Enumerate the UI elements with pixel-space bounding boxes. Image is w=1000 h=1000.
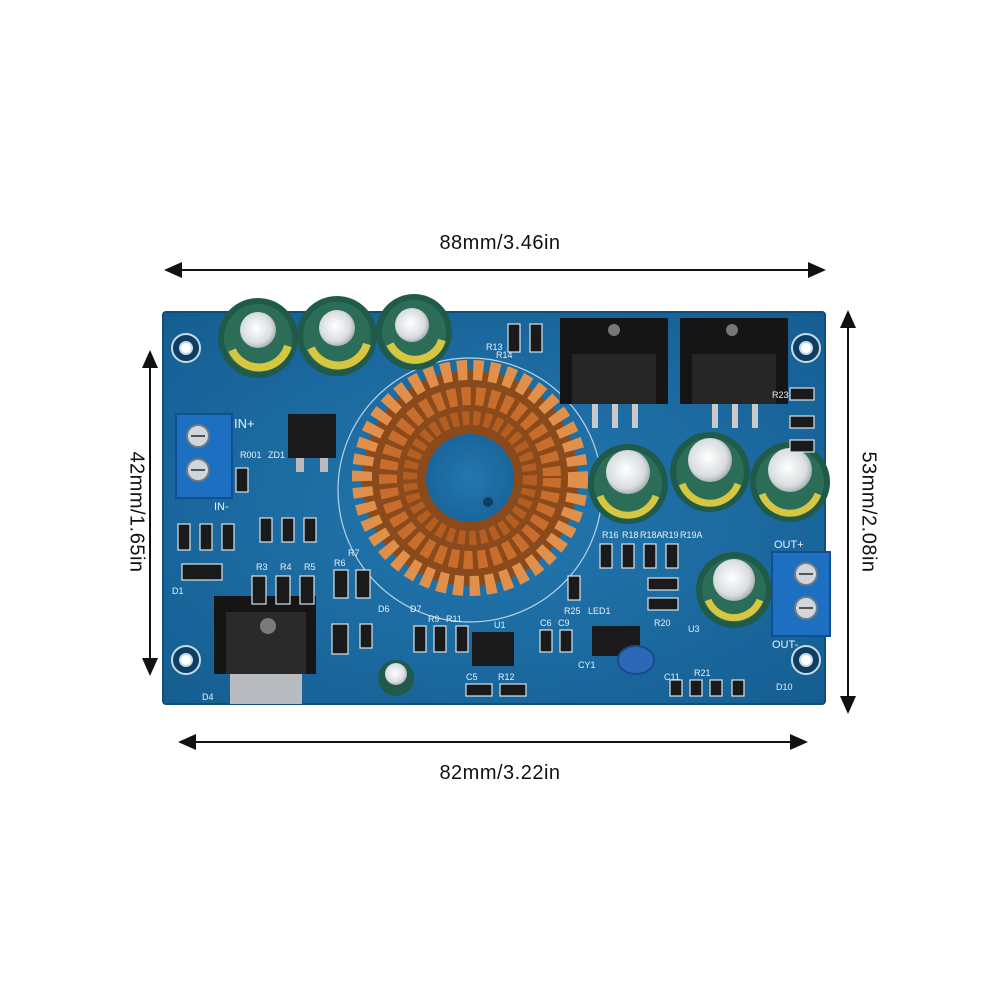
label-c11: C11	[664, 672, 680, 682]
output-capacitors	[588, 432, 830, 628]
label-d6: D6	[378, 604, 390, 614]
input-capacitors	[218, 294, 452, 378]
label-u1: U1	[494, 620, 506, 630]
label-r23: R23	[772, 390, 789, 400]
width-dimension-bottom-label: 82mm/3.22in	[439, 762, 561, 784]
label-zd1: ZD1	[268, 450, 285, 460]
label-r7: R7	[348, 548, 360, 558]
label-in-plus: IN+	[234, 416, 255, 431]
label-r21: R21	[694, 668, 711, 678]
small-cap-bottom	[378, 660, 414, 696]
label-d1: D1	[172, 586, 184, 596]
mosfet-heatsinks	[560, 318, 788, 428]
label-r19a: R19A	[680, 530, 703, 540]
label-d7: D7	[410, 604, 422, 614]
label-u3: U3	[688, 624, 700, 634]
label-r14: R14	[496, 350, 513, 360]
controller-ic	[472, 632, 514, 666]
label-r13: R13	[486, 342, 503, 352]
label-r6: R6	[334, 558, 346, 568]
regulator-ic	[288, 414, 336, 458]
label-d4: D4	[202, 692, 214, 702]
smd-components	[177, 323, 815, 697]
width-dimension-top-label: 88mm/3.46in	[439, 232, 561, 254]
label-r20: R20	[654, 618, 671, 628]
label-r5: R5	[304, 562, 316, 572]
label-r11: R11	[446, 614, 462, 624]
output-terminal-block	[771, 551, 831, 637]
label-r001: R001	[240, 450, 262, 460]
label-r19: R19	[662, 530, 679, 540]
label-cy1: CY1	[578, 660, 596, 670]
label-out-plus: OUT+	[774, 539, 804, 551]
label-c6: C6	[540, 618, 552, 628]
label-r25: R25	[564, 606, 581, 616]
label-r3: R3	[256, 562, 268, 572]
y-capacitor	[617, 645, 655, 675]
label-r12: R12	[498, 672, 515, 682]
label-r16: R16	[602, 530, 619, 540]
label-r9: R9	[428, 614, 440, 624]
label-out-minus: OUT-	[772, 639, 799, 651]
silkscreen-labels: IN+ IN- OUT+ OUT- R001 ZD1 D1 D4 R3 R4 R…	[172, 342, 804, 702]
label-c5: C5	[466, 672, 478, 682]
toroid-inductor	[352, 360, 588, 596]
diode-heatsink	[214, 596, 316, 704]
label-r18a: R18A	[640, 530, 663, 540]
label-in-minus: IN-	[214, 501, 229, 513]
label-r4: R4	[280, 562, 292, 572]
label-d10: D10	[776, 682, 793, 692]
mounting-holes	[171, 333, 821, 675]
label-c9: C9	[558, 618, 570, 628]
label-r18: R18	[622, 530, 639, 540]
input-terminal-block	[175, 413, 233, 499]
label-led1: LED1	[588, 606, 611, 616]
